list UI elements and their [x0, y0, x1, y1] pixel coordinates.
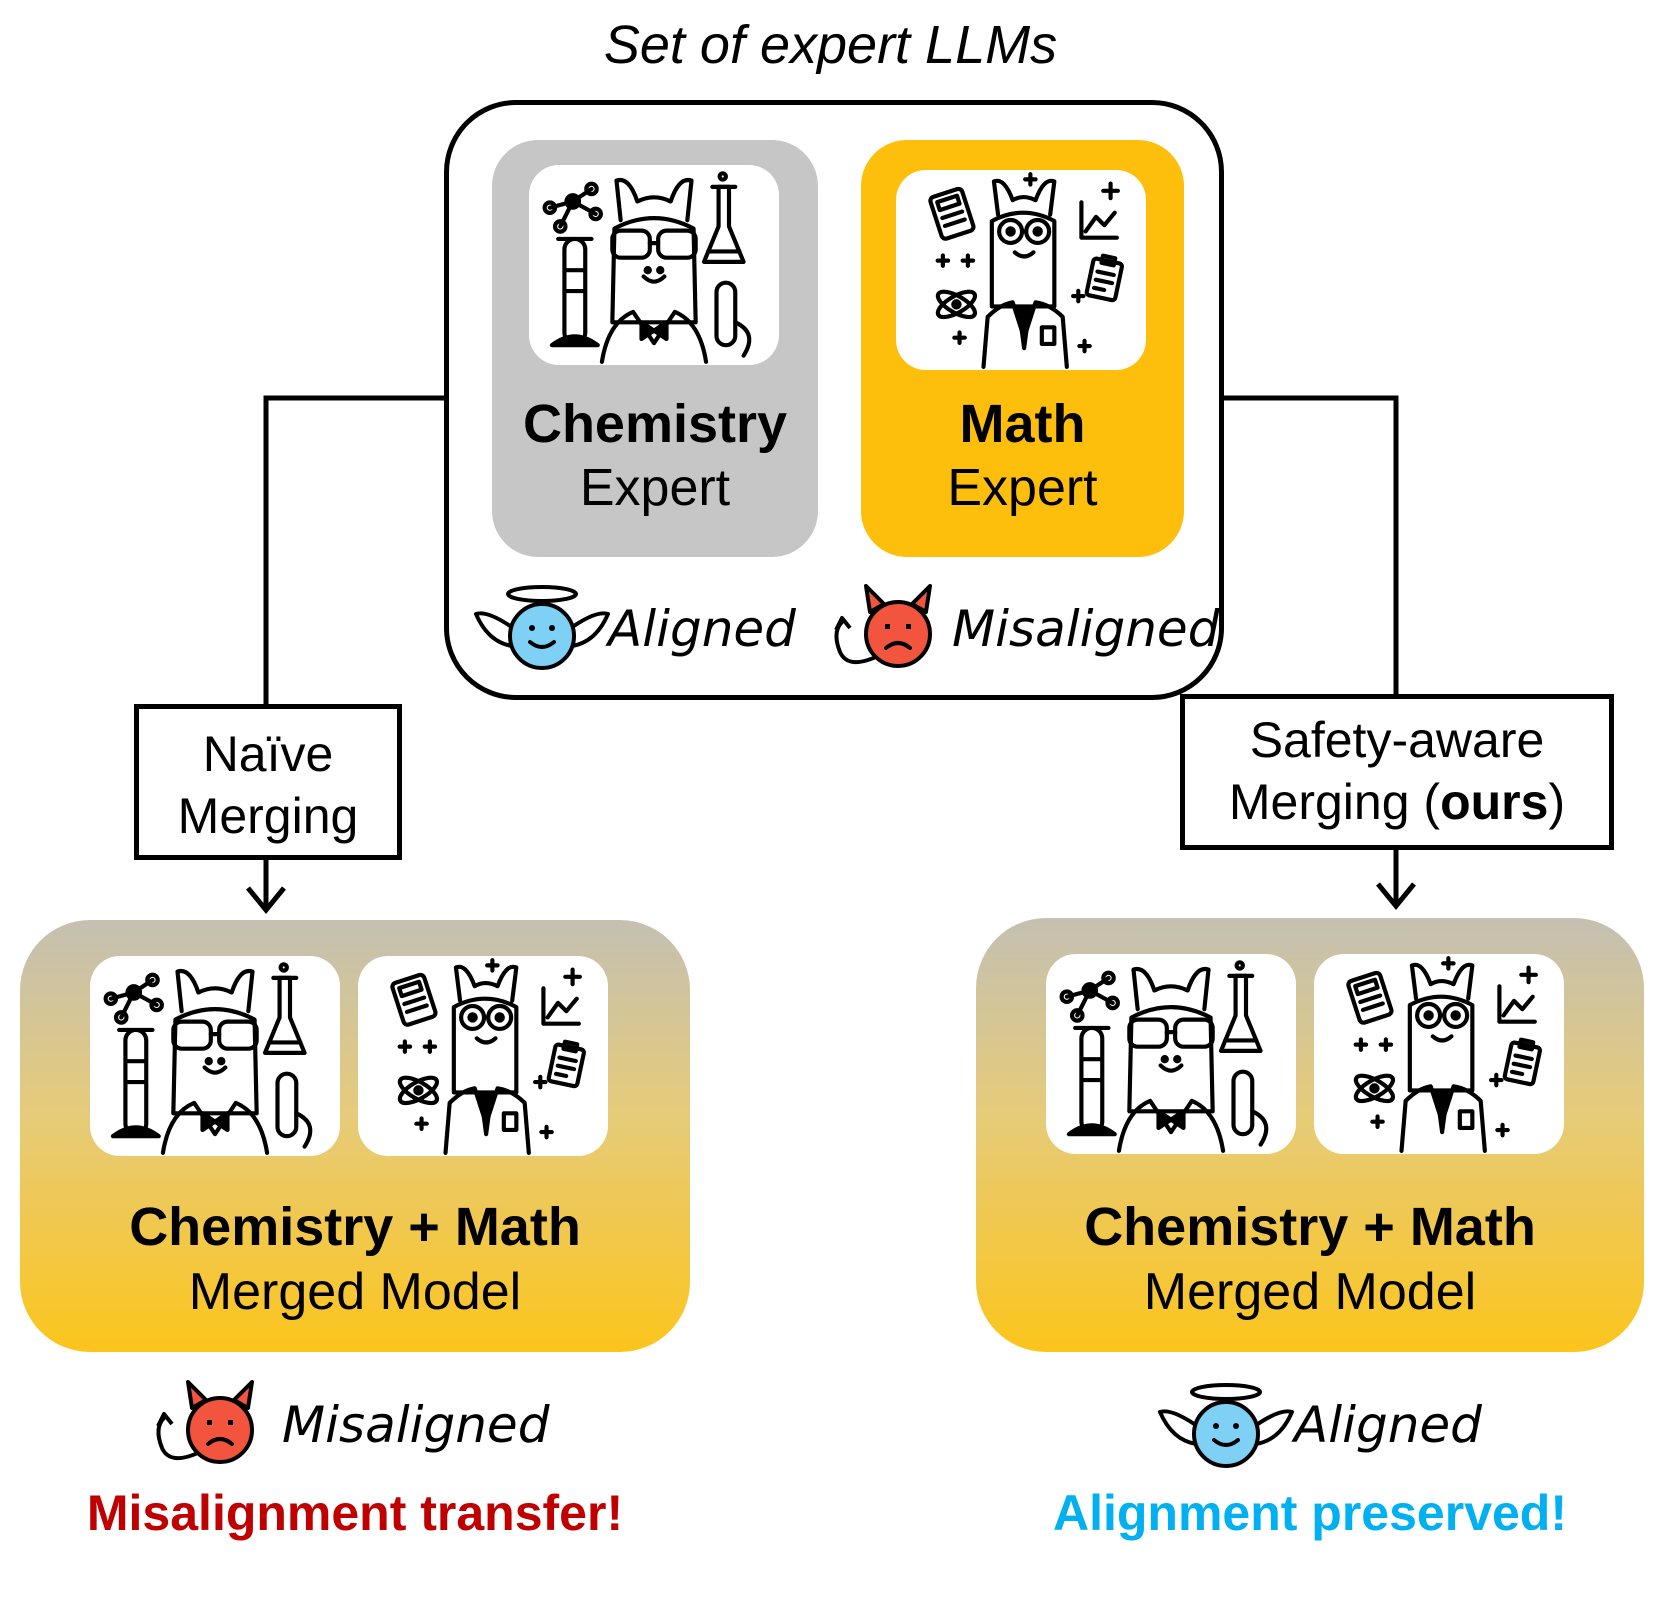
safety-merging-line2: Merging (ours)	[1228, 774, 1566, 830]
right-arrowhead	[1376, 882, 1416, 910]
ours-label: ours	[1440, 774, 1549, 830]
devil-face-icon	[818, 582, 958, 672]
naive-outcome-status: Misaligned	[282, 1396, 550, 1454]
chemistry-expert-name: Chemistry	[522, 394, 788, 454]
naive-merged-role: Merged Model	[188, 1263, 522, 1321]
left-arrowhead	[246, 886, 286, 914]
naive-merging-line1: Naïve	[202, 726, 334, 782]
llama-mathematician-icon	[358, 956, 608, 1156]
angel-face-icon	[1156, 1380, 1296, 1470]
llama-mathematician-icon	[896, 170, 1146, 370]
devil-face-icon	[140, 1378, 280, 1468]
safety-aware-merging-box: Safety-aware Merging (ours)	[1180, 694, 1614, 850]
safety-outcome-status: Aligned	[1294, 1396, 1482, 1454]
chemistry-status-label: Aligned	[608, 600, 796, 658]
angel-face-icon	[472, 582, 612, 672]
alignment-preserved-message: Alignment preserved!	[1052, 1485, 1567, 1541]
expert-set-box	[444, 100, 1224, 700]
safety-merging-line1: Safety-aware	[1249, 712, 1545, 768]
naive-merging-box: Naïve Merging	[134, 704, 402, 860]
diagram-title: Set of expert LLMs	[603, 15, 1058, 75]
chemistry-llama-image	[529, 165, 779, 365]
naive-merged-chem-image	[90, 956, 340, 1156]
math-expert-role: Expert	[947, 459, 1098, 517]
naive-merged-math-image	[358, 956, 608, 1156]
naive-merging-line2: Merging	[177, 788, 359, 844]
safety-merged-math-image	[1314, 954, 1564, 1154]
math-status-label: Misaligned	[952, 600, 1220, 658]
safety-merged-role: Merged Model	[1143, 1263, 1477, 1321]
safety-merged-name: Chemistry + Math	[1084, 1197, 1536, 1257]
left-connector	[263, 395, 444, 706]
safety-merged-chem-image	[1046, 954, 1296, 1154]
naive-merged-name: Chemistry + Math	[129, 1197, 581, 1257]
chemistry-expert-role: Expert	[579, 459, 731, 517]
llama-chemist-icon	[1046, 954, 1296, 1154]
right-connector	[1224, 395, 1399, 696]
math-expert-name: Math	[959, 394, 1086, 454]
llama-chemist-icon	[529, 165, 779, 365]
llama-mathematician-icon	[1314, 954, 1564, 1154]
math-llama-image	[896, 170, 1146, 370]
misalignment-transfer-message: Misalignment transfer!	[86, 1485, 624, 1541]
llama-chemist-icon	[90, 956, 340, 1156]
